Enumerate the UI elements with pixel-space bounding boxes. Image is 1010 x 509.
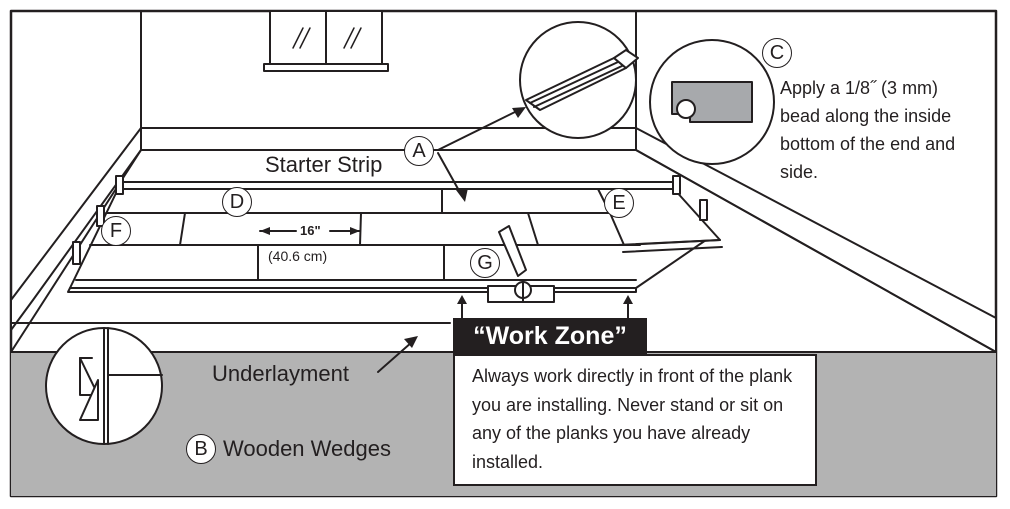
work-zone-text: Always work directly in front of the pla…: [472, 366, 793, 472]
wedge-left-2: [96, 205, 105, 227]
mallet: [498, 225, 527, 277]
wedge-left-3: [72, 241, 81, 265]
marker-a: A: [404, 136, 434, 166]
work-zone-box: [453, 354, 817, 486]
marker-g: G: [470, 248, 500, 278]
marker-f: F: [101, 216, 131, 246]
dimension-metric-label: (40.6 cm): [268, 248, 328, 264]
marker-d: D: [222, 187, 252, 217]
underlayment-label: Underlayment: [212, 361, 349, 386]
marker-b: B: [186, 434, 216, 464]
left-baseboard: [10, 127, 142, 331]
starter-strip: [117, 181, 675, 190]
work-zone-title: “Work Zone”: [453, 318, 647, 354]
callout-c-text: Apply a 1/8˝ (3 mm) bead along the insid…: [780, 78, 956, 182]
wedge-right-2: [699, 199, 708, 221]
arrow-a-to-strip: [437, 152, 463, 197]
arrow-a-to-detail: [437, 109, 520, 151]
wedge-left-1: [115, 175, 124, 195]
marker-c: C: [762, 38, 792, 68]
starter-strip-label: Starter Strip: [265, 152, 383, 177]
wooden-wedges-label: Wooden Wedges: [223, 436, 391, 461]
marker-e: E: [604, 188, 634, 218]
dimension-imperial-label: 16": [300, 223, 321, 238]
wedge-right-1: [672, 175, 681, 195]
